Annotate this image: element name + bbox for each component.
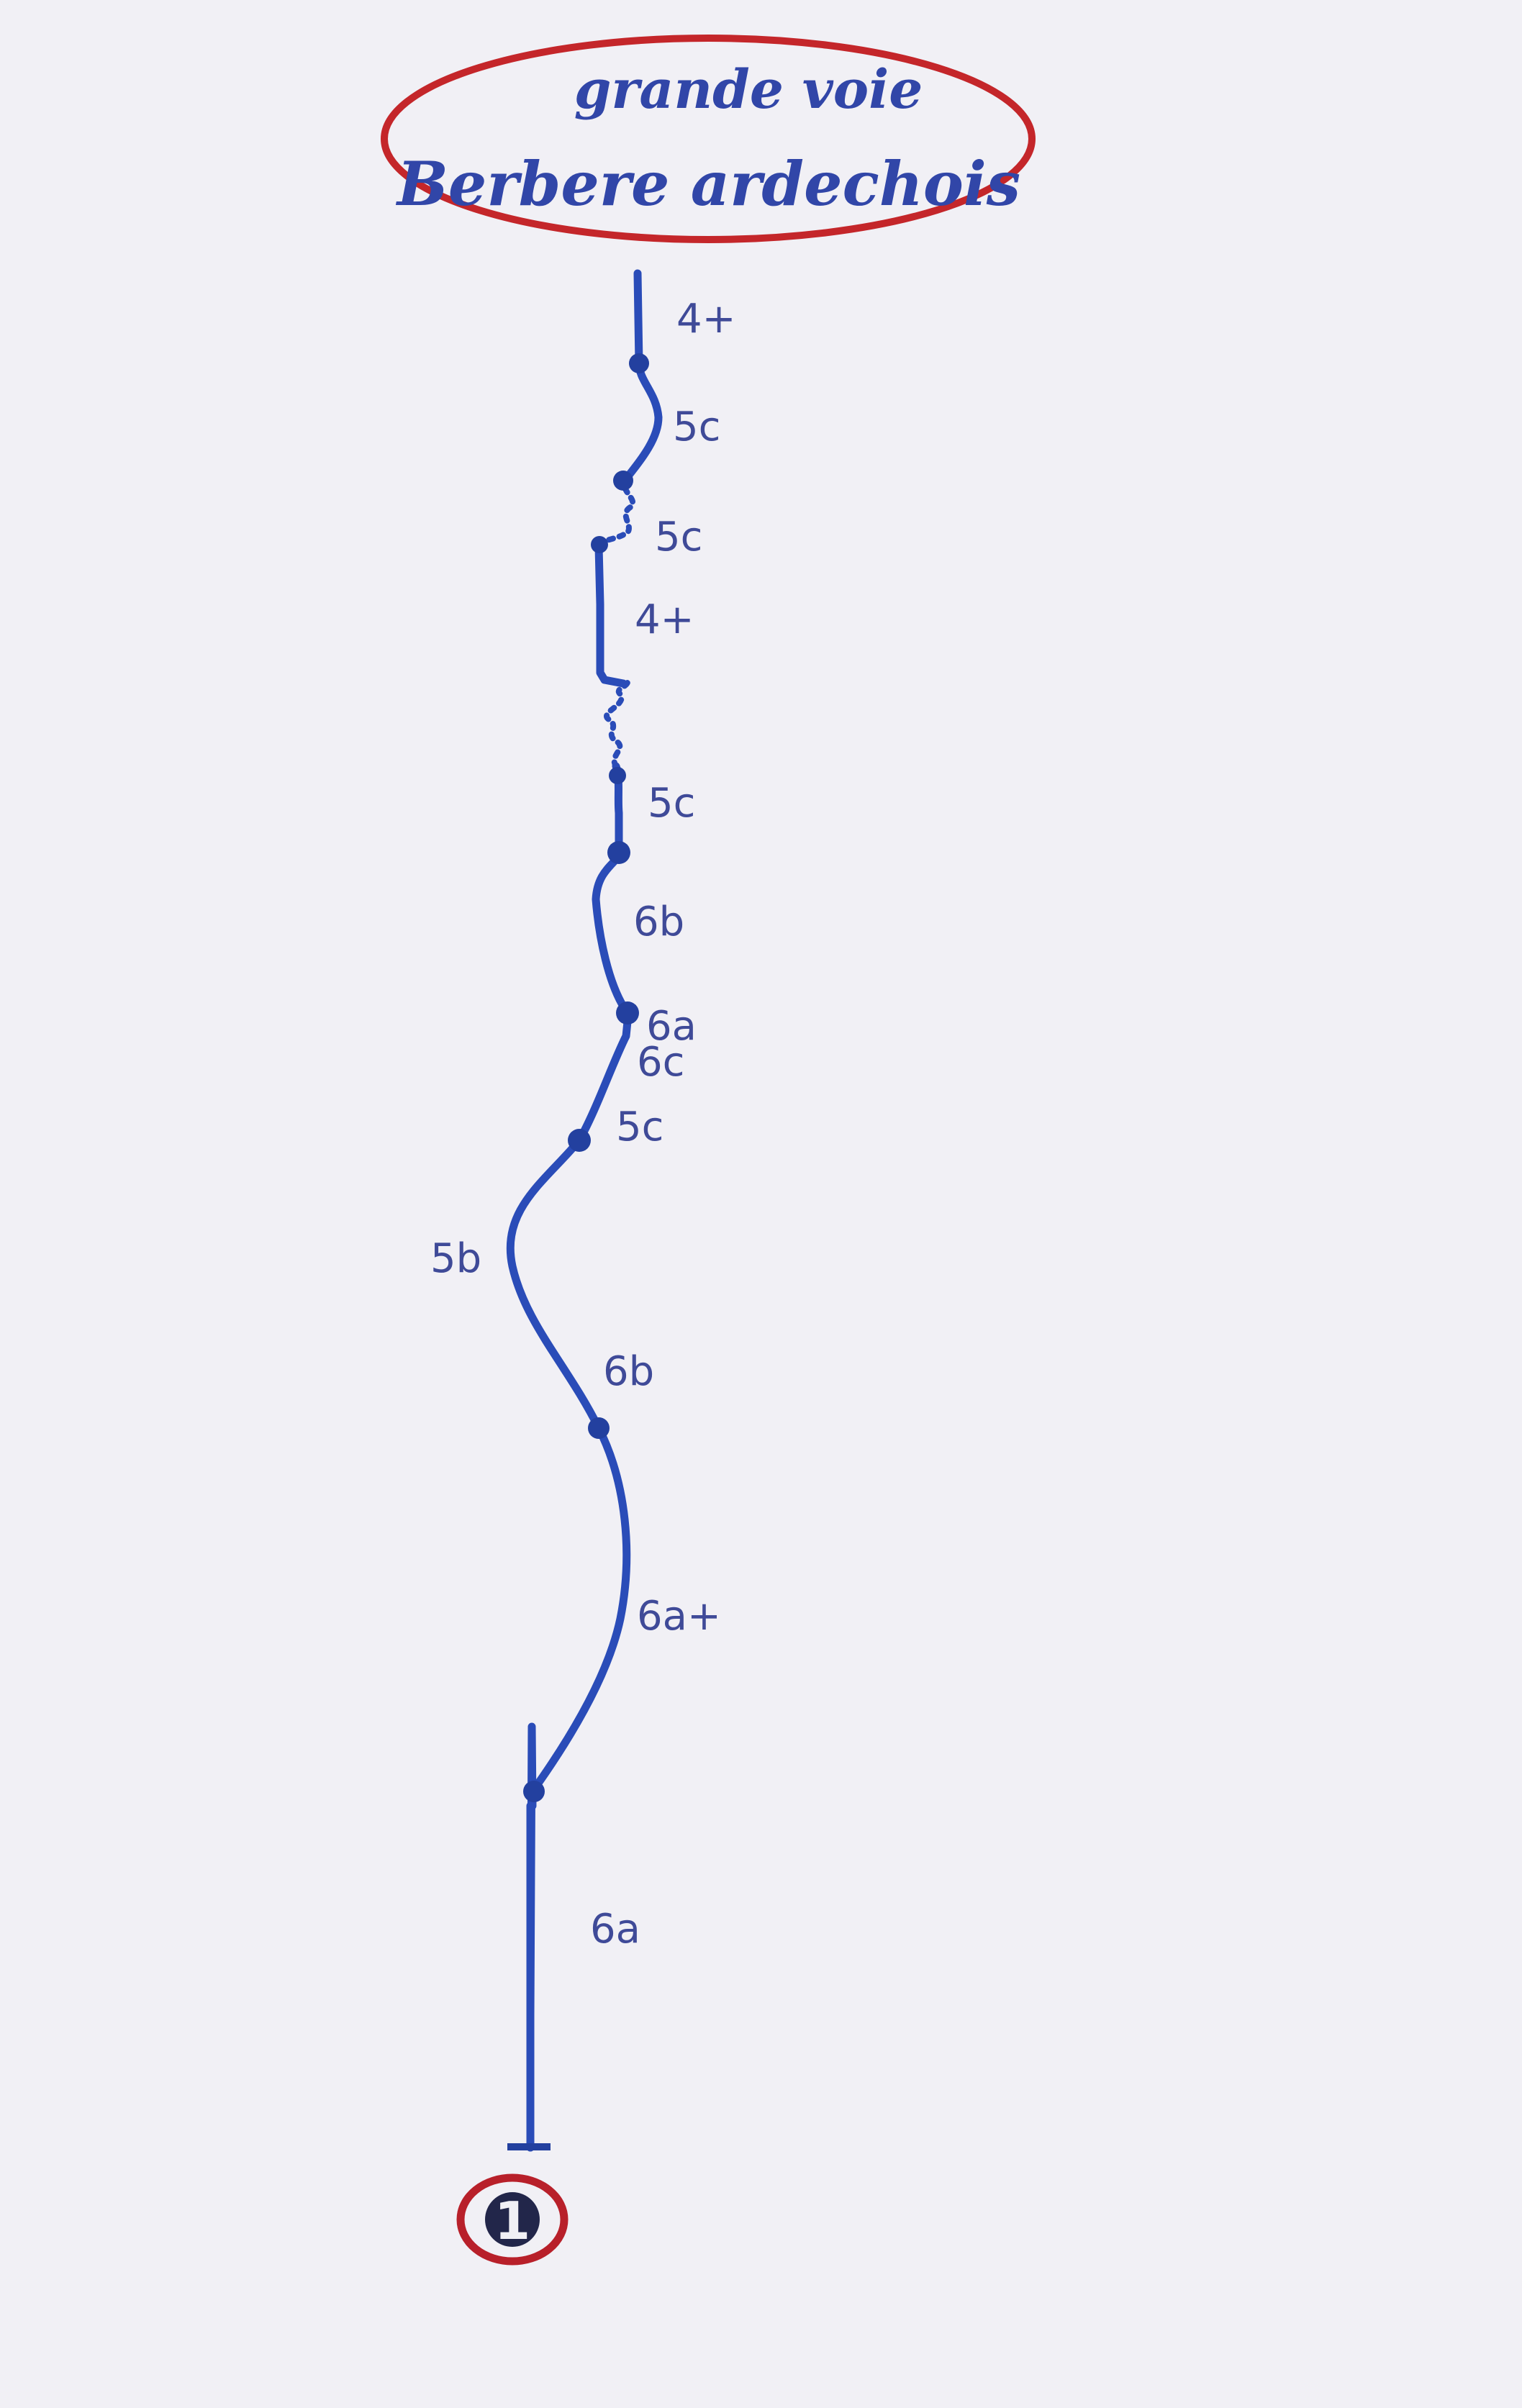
- pitch-grade-label: 6b: [603, 1348, 654, 1395]
- belay-station: [523, 1781, 545, 1802]
- pitch-segment-3-4: [506, 1136, 603, 1432]
- belay-station: [613, 471, 633, 491]
- pitch-grade-label: 6b: [633, 899, 684, 945]
- belay-stations: [507, 353, 649, 2150]
- start-marker: 1: [456, 2173, 569, 2266]
- pitch-grade-label: 5c: [616, 1104, 663, 1150]
- start-number: 1: [494, 2191, 530, 2251]
- pitch-grade-label: 6a: [590, 1906, 640, 1953]
- pitch-segment-9-wiggle: [596, 481, 635, 546]
- pitch-grade-label: 4+: [635, 596, 694, 643]
- grade-labels: 6a 6a+ 6b 5b 5c 6c 6a 6b 5c 4+ 5c 5c 4+: [430, 296, 736, 1953]
- belay-station: [588, 1417, 610, 1439]
- pitch-segment-5-6: [575, 1009, 632, 1145]
- pitch-segment-7: [592, 852, 632, 1017]
- route-title-line2: Berbere ardechois: [396, 148, 1020, 219]
- pitch-segment-11: [633, 269, 643, 368]
- pitch-grade-label: 5c: [648, 780, 695, 827]
- route-title-line1: grande voie: [574, 59, 923, 121]
- pitch-grade-label: 6a: [646, 1003, 697, 1050]
- title-oval: grande voie Berbere ardechois: [381, 35, 1036, 243]
- belay-station: [607, 841, 630, 864]
- pitch-grade-label: 5b: [430, 1235, 481, 1282]
- belay-start-tick: [507, 2143, 551, 2150]
- pitch-segment-8-wiggle: [604, 675, 631, 769]
- belay-station: [568, 1129, 591, 1152]
- pitch-segment-10: [620, 359, 663, 485]
- belay-station: [591, 536, 608, 553]
- pitch-grade-label: 5c: [655, 514, 702, 560]
- pitch-segment-2: [528, 1424, 631, 1796]
- pitch-grade-label: 4+: [676, 296, 736, 342]
- pitch-grade-label: 5c: [673, 404, 720, 450]
- route-line: [506, 269, 663, 2152]
- belay-station: [616, 1001, 639, 1024]
- pitch-segment-9: [593, 542, 628, 688]
- belay-station: [629, 353, 649, 373]
- belay-station: [609, 767, 626, 784]
- pitch-grade-label: 6a+: [637, 1593, 721, 1640]
- pitch-grade-label: 6c: [637, 1039, 684, 1086]
